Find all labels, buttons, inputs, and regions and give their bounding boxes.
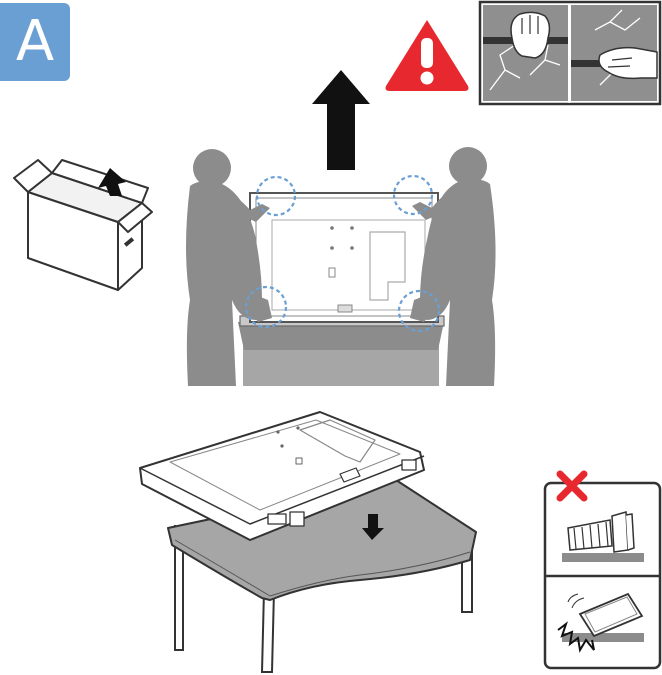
- tv-back-lift: [250, 193, 438, 322]
- warning-icon: [386, 20, 469, 91]
- prohibited-inset: [545, 483, 660, 668]
- open-box-icon: [14, 160, 152, 290]
- screen-handling-warning-inset: [480, 2, 660, 104]
- arrow-up-icon: [312, 70, 370, 170]
